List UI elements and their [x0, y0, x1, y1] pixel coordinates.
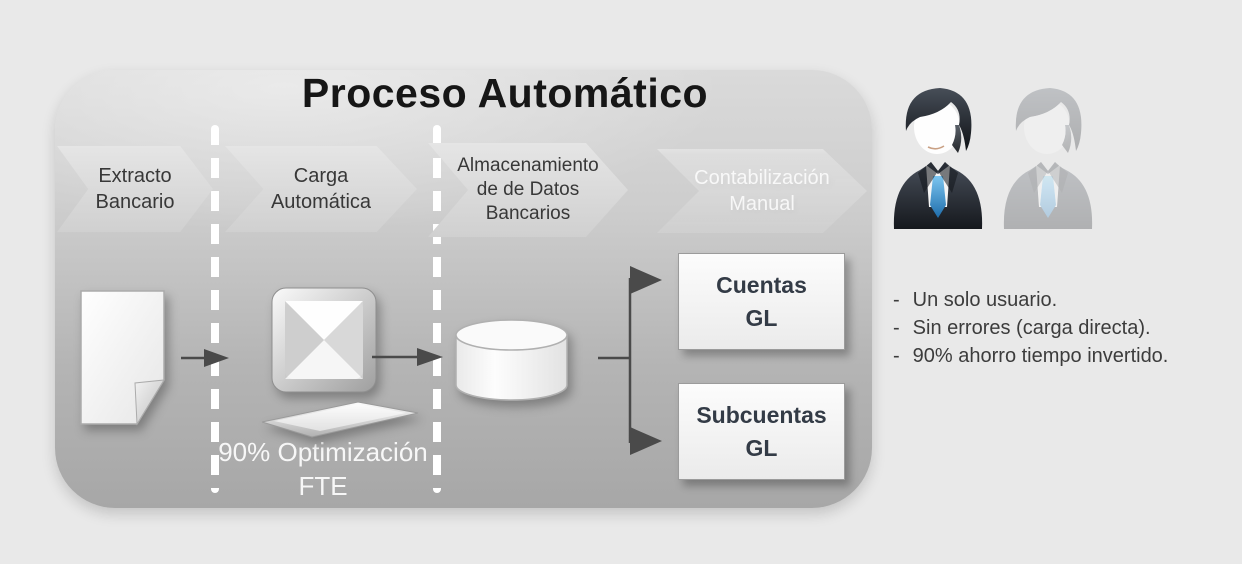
benefit-text: 90% ahorro tiempo invertido.: [912, 345, 1169, 367]
output-box-cuentas-gl: Cuentas GL: [678, 253, 845, 350]
optimization-note: 90% Optimización FTE: [218, 437, 428, 501]
fork-split-arrows-icon: [598, 266, 662, 455]
output-label: Cuentas GL: [716, 272, 807, 331]
step-extracto-bancario: Extracto Bancario: [57, 146, 213, 232]
bullet-marker: -: [893, 289, 900, 311]
step-carga-automatica: Carga Automática: [225, 146, 417, 232]
dashed-divider-line: [433, 125, 441, 493]
arrow-right-icon: [372, 348, 443, 366]
step-label: Extracto Bancario: [95, 165, 175, 213]
output-box-subcuentas-gl: Subcuentas GL: [678, 383, 845, 480]
step-label: Contabilización Manual: [694, 167, 830, 215]
arrow-right-icon: [181, 349, 229, 367]
benefit-item: - Sin errores (carga directa).: [893, 314, 1241, 342]
output-label: Subcuentas GL: [696, 402, 827, 461]
business-user-inactive-icon: [1003, 88, 1093, 229]
computer-icon: [261, 287, 419, 438]
dashed-divider-line: [211, 125, 219, 493]
benefit-item: - Un solo usuario.: [893, 286, 1241, 314]
business-user-active-icon: [893, 88, 983, 229]
process-panel: Proceso Automático Extracto Bancario Car…: [55, 70, 872, 508]
benefit-text: Un solo usuario.: [912, 289, 1058, 311]
step-contabilizacion-manual: Contabilización Manual: [657, 149, 867, 233]
database-icon: [455, 319, 568, 401]
step-label: Carga Automática: [270, 165, 372, 213]
step-label: Almacenamiento de de Datos Bancarios: [457, 155, 599, 224]
benefits-list: - Un solo usuario. - Sin errores (carga …: [893, 286, 1241, 370]
benefit-text: Sin errores (carga directa).: [912, 317, 1151, 339]
benefit-item: - 90% ahorro tiempo invertido.: [893, 342, 1241, 370]
bank-statement-document-icon: [80, 290, 165, 426]
bullet-marker: -: [893, 317, 900, 339]
bullet-marker: -: [893, 345, 900, 367]
step-almacenamiento-datos: Almacenamiento de de Datos Bancarios: [428, 143, 628, 237]
panel-title: Proceso Automático: [301, 70, 709, 116]
